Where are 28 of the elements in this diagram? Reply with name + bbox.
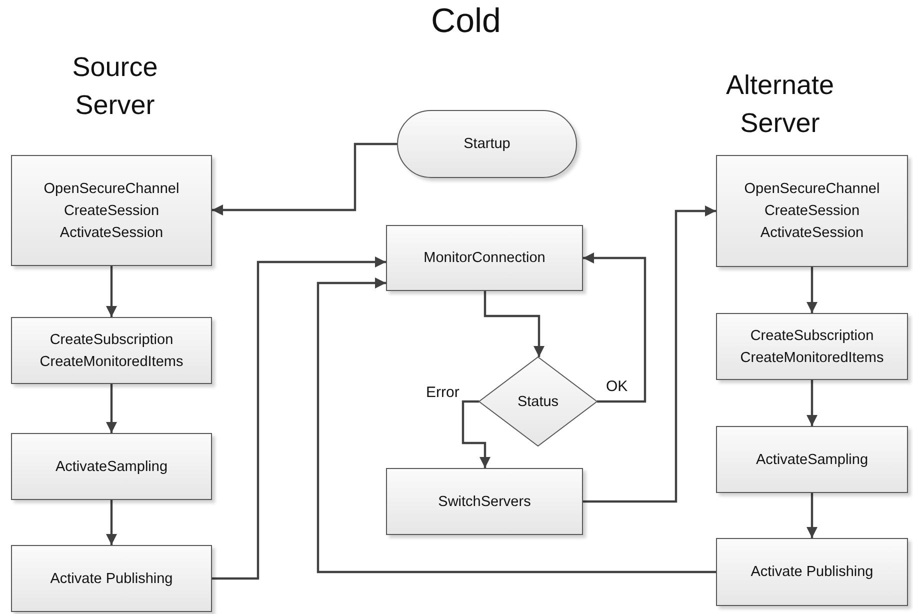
arrow [806,380,818,426]
process-box: ActivateSampling [11,433,212,500]
arrow [462,400,490,468]
arrow [806,493,818,538]
arrow [106,500,117,545]
process-box: OpenSecureChannel CreateSession ActivateSession [11,155,212,266]
process-box: OpenSecureChannel CreateSession ActivateSession [716,155,908,267]
arrow [484,291,544,357]
decision-diamond: Status [479,357,597,446]
arrow [583,206,716,503]
arrow [583,252,646,403]
process-box: Activate Publishing [11,545,212,612]
arrow [316,278,716,574]
column-heading: Alternate Server [724,69,836,140]
process-box: MonitorConnection [386,225,583,291]
terminator-pill: Startup [397,110,577,178]
arrow [106,384,117,433]
column-heading: Source Server [71,51,159,122]
process-box: ActivateSampling [716,426,908,493]
process-box: SwitchServers [386,468,583,535]
arrow [212,256,386,580]
arrow [106,266,117,317]
arrow [806,267,818,313]
process-box: Activate Publishing [716,538,908,606]
diagram-title: Cold [430,2,502,41]
process-box: CreateSubscription CreateMonitoredItems [11,317,212,384]
arrow [212,142,397,216]
process-box: CreateSubscription CreateMonitoredItems [716,313,908,380]
